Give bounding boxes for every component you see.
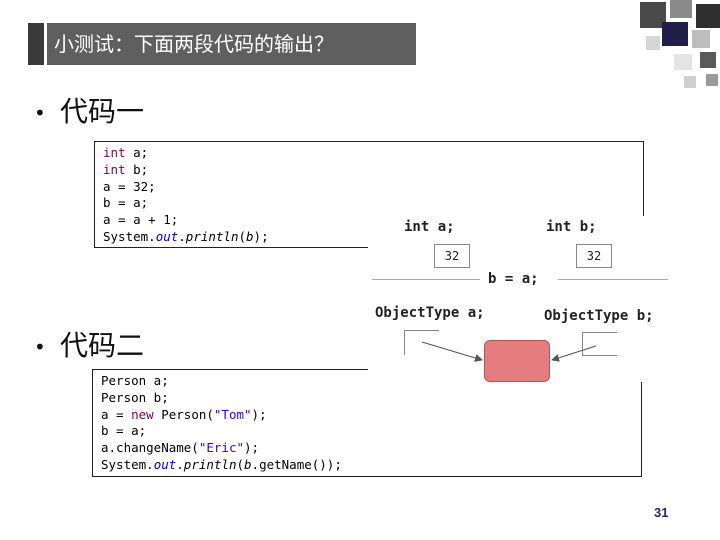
- code-token: println: [183, 456, 237, 472]
- section2-heading-row: • 代码二: [34, 324, 144, 364]
- code-line: b = a;: [101, 423, 633, 440]
- diagram-divider: [372, 279, 480, 280]
- code-token: System.: [103, 228, 156, 244]
- deco-square: [684, 76, 696, 88]
- code-token: a;: [125, 145, 149, 160]
- diagram-value-a: 32: [434, 244, 470, 268]
- code-token: new: [131, 406, 154, 422]
- code-token: println: [185, 228, 239, 244]
- code-token: .: [178, 228, 186, 244]
- diagram-value-b: 32: [576, 244, 612, 268]
- code-token: (: [236, 456, 245, 472]
- deco-square: [700, 52, 716, 68]
- code-token: "Eric": [198, 440, 244, 456]
- section1-heading-row: • 代码一: [34, 90, 144, 130]
- code-line: a = new Person("Tom");: [101, 407, 633, 424]
- reference-diagram: int a; int b; 32 32 b = a; ObjectType a;…: [368, 216, 672, 382]
- deco-square: [674, 54, 692, 70]
- bullet-icon: •: [34, 101, 46, 125]
- code-token: b: [246, 228, 254, 244]
- title-divider: [44, 23, 47, 65]
- code-line: int a;: [103, 145, 635, 162]
- code-token: Person(: [153, 406, 214, 422]
- arrow-a: [421, 341, 483, 362]
- code-token: out: [155, 228, 179, 244]
- bullet-icon: •: [34, 335, 46, 359]
- code-block-2: Person a;Person b;a = new Person("Tom");…: [92, 369, 642, 477]
- code-token: );: [244, 440, 260, 456]
- code-token: b;: [125, 161, 149, 177]
- diagram-assign: b = a;: [488, 271, 539, 287]
- code-token: System.: [101, 456, 154, 472]
- code-token: a = 32;: [103, 178, 156, 194]
- code-token: out: [153, 456, 177, 472]
- pointer-arrows: [421, 341, 597, 362]
- code-line: a = 32;: [103, 179, 635, 196]
- code-token: b: [244, 456, 252, 472]
- diagram-label-obj-b: ObjectType b;: [544, 308, 654, 324]
- code-token: b = a;: [101, 423, 147, 439]
- code-token: Person a;: [101, 373, 169, 388]
- deco-square: [646, 36, 660, 50]
- deco-square: [692, 30, 710, 48]
- code-token: );: [253, 228, 269, 244]
- title-accent: [28, 23, 44, 65]
- code-line: System.out.println(b);: [103, 229, 635, 246]
- arrow-b: [551, 345, 597, 362]
- code-token: .getName());: [251, 456, 342, 472]
- diagram-label-int-b: int b;: [546, 219, 597, 235]
- pointer-box-a: [404, 330, 439, 355]
- code-token: (: [238, 228, 247, 244]
- code-token: "Tom": [213, 406, 252, 422]
- code-line: a.changeName("Eric");: [101, 440, 633, 457]
- title-bar: [28, 23, 416, 65]
- code-token: a = a + 1;: [103, 212, 179, 228]
- code-token: a =: [101, 406, 132, 422]
- code-line: int b;: [103, 162, 635, 179]
- diagram-label-int-a: int a;: [404, 219, 455, 235]
- deco-square: [640, 2, 666, 28]
- code-token: );: [251, 406, 267, 422]
- code-line: Person a;: [101, 373, 633, 390]
- diagram-divider: [558, 279, 668, 280]
- section2-heading: 代码二: [60, 329, 145, 362]
- code-token: a.changeName(: [101, 440, 199, 456]
- code-token: Person b;: [101, 389, 169, 405]
- slide-title: 小测试：下面两段代码的输出？: [54, 32, 334, 56]
- diagram-label-obj-a: ObjectType a;: [375, 305, 485, 321]
- deco-square: [706, 74, 718, 86]
- deco-square: [662, 22, 688, 46]
- shared-object: [484, 340, 550, 382]
- code-token: b = a;: [103, 195, 149, 211]
- page-number: 31: [654, 505, 669, 520]
- section1-heading: 代码一: [60, 95, 145, 128]
- pointer-box-b: [582, 332, 617, 356]
- code-token: int: [103, 145, 126, 160]
- code-line: System.out.println(b.getName());: [101, 457, 633, 474]
- deco-square: [696, 4, 720, 28]
- code-line: Person b;: [101, 390, 633, 407]
- code-token: .: [176, 456, 184, 472]
- code-token: int: [103, 161, 126, 177]
- code-line: b = a;: [103, 195, 635, 212]
- deco-square: [670, 0, 692, 18]
- code-line: a = a + 1;: [103, 212, 635, 229]
